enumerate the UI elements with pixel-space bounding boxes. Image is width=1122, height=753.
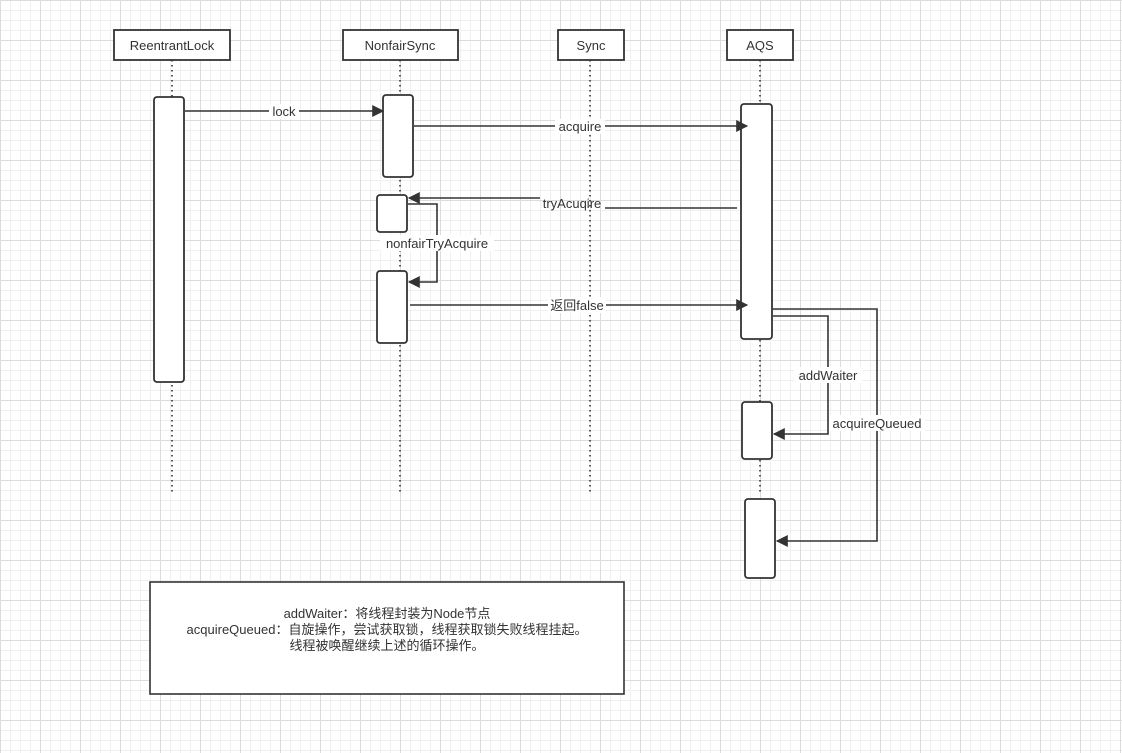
message-nonfairtryacquire[interactable]: nonfairTryAcquire bbox=[380, 203, 494, 288]
participant-sync[interactable]: Sync bbox=[557, 29, 625, 61]
participant-nonfairsync[interactable]: NonfairSync bbox=[342, 29, 459, 61]
message-acquirequeued[interactable]: acquireQueued bbox=[773, 308, 925, 547]
note-text: addWaiter：将线程封装为Node节点 acquireQueued：自旋操… bbox=[150, 582, 624, 654]
participant-reentrantlock[interactable]: ReentrantLock bbox=[113, 29, 231, 61]
label-background bbox=[829, 415, 925, 431]
activation-aqs-main[interactable] bbox=[740, 103, 773, 340]
activation-nonfairsync-return[interactable] bbox=[376, 270, 408, 344]
label-background bbox=[380, 235, 494, 251]
note-line: acquireQueued：自旋操作，尝试获取锁，线程获取锁失败线程挂起。 bbox=[186, 622, 588, 637]
participant-box bbox=[726, 29, 794, 61]
message-label: addWaiter bbox=[799, 368, 858, 383]
label-background bbox=[269, 104, 299, 119]
participant-label: AQS bbox=[746, 38, 774, 53]
message-addwaiter[interactable]: addWaiter bbox=[772, 315, 862, 440]
note-line: addWaiter：将线程封装为Node节点 bbox=[283, 606, 491, 621]
lifelines bbox=[171, 60, 761, 493]
participant-label: NonfairSync bbox=[365, 38, 436, 53]
note-line: 线程被唤醒继续上述的循环操作。 bbox=[289, 638, 485, 653]
message-label: 返回false bbox=[550, 298, 603, 313]
label-background bbox=[555, 119, 605, 134]
activation-aqs-addwaiter[interactable] bbox=[741, 401, 773, 460]
message-label: acquire bbox=[559, 119, 602, 134]
label-background bbox=[548, 297, 606, 313]
activation-nonfairsync-acquire[interactable] bbox=[382, 94, 414, 178]
participant-box bbox=[113, 29, 231, 61]
activation-aqs-acquirequeued[interactable] bbox=[744, 498, 776, 579]
message-tryacuqire[interactable]: tryAcuqire bbox=[407, 192, 737, 211]
message-label: tryAcuqire bbox=[543, 196, 602, 211]
participant-aqs[interactable]: AQS bbox=[726, 29, 794, 61]
participant-box bbox=[557, 29, 625, 61]
participant-box bbox=[342, 29, 459, 61]
message-return-false[interactable]: 返回false bbox=[410, 297, 749, 313]
participant-label: ReentrantLock bbox=[130, 38, 215, 53]
message-lock[interactable]: lock bbox=[185, 104, 385, 119]
activation-nonfairsync-try[interactable] bbox=[376, 194, 408, 233]
message-label: nonfairTryAcquire bbox=[386, 236, 488, 251]
note-box[interactable] bbox=[149, 581, 625, 695]
label-background bbox=[794, 367, 862, 383]
activation-reentrantlock[interactable] bbox=[153, 96, 185, 383]
message-label: acquireQueued bbox=[833, 416, 922, 431]
message-label: lock bbox=[272, 104, 296, 119]
message-acquire[interactable]: acquire bbox=[414, 119, 749, 134]
participant-label: Sync bbox=[577, 38, 606, 53]
activations bbox=[153, 94, 776, 579]
